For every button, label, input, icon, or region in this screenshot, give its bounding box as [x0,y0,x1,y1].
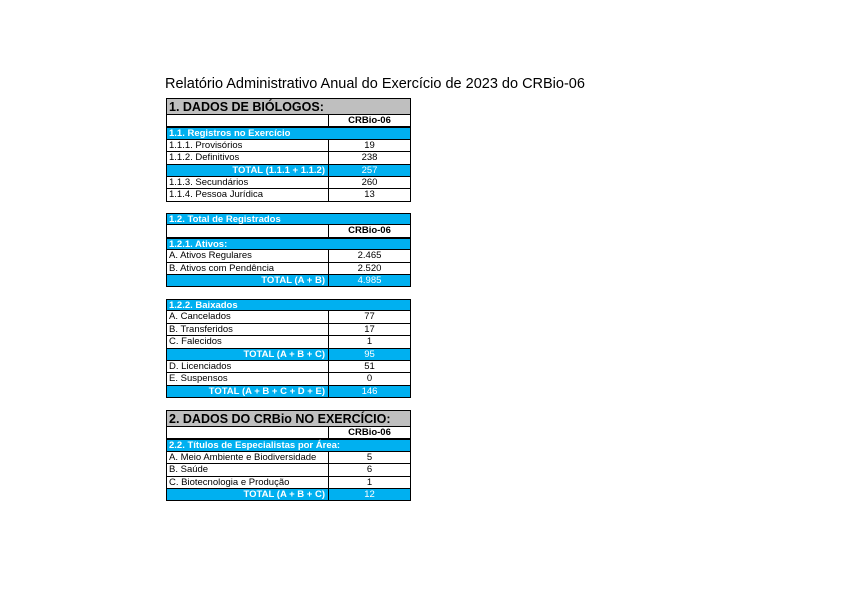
row-value: 5 [328,451,411,465]
column-header-crbio: CRBio-06 [328,115,411,128]
total-label: TOTAL (A + B + C + D + E) [166,385,328,399]
row-value: 260 [328,176,411,190]
table-row: B. Ativos com Pendência 2.520 [166,262,411,275]
row-label: E. Suspensos [166,373,328,386]
table-row: E. Suspensos 0 [166,373,411,386]
row-label: 1.1.1. Provisórios [166,139,328,153]
total-label: TOTAL (A + B) [166,274,328,288]
table-row: A. Ativos Regulares 2.465 [166,250,411,263]
section2-heading: 2. DADOS DO CRBio NO EXERCÍCIO: [166,410,411,427]
registros-section-label: 1.1. Registros no Exercício [166,127,411,140]
total-label: TOTAL (1.1.1 + 1.1.2) [166,164,328,177]
row-label: A. Meio Ambiente e Biodiversidade [166,451,328,465]
row-label: D. Licenciados [166,360,328,374]
row-value: 2.465 [328,250,411,263]
table-row: B. Saúde 6 [166,464,411,477]
column-header-blank [166,115,328,128]
total-registrados-label: 1.2. Total de Registrados [166,213,411,226]
row-value: 1 [328,336,411,349]
row-value: 0 [328,373,411,386]
total-row: TOTAL (A + B) 4.985 [166,274,411,288]
row-label: A. Cancelados [166,311,328,324]
row-label: A. Ativos Regulares [166,250,328,263]
crbio-data-table: 2. DADOS DO CRBio NO EXERCÍCIO: CRBio-06… [166,410,411,502]
total-label: TOTAL (A + B + C) [166,348,328,361]
total-row: TOTAL (A + B + C) 12 [166,488,411,502]
total-value: 146 [328,385,411,399]
table-row: 1.1.2. Definitivos 238 [166,152,411,165]
total-row: TOTAL (A + B + C + D + E) 146 [166,385,411,399]
row-label: C. Biotecnologia e Produção [166,476,328,489]
especialistas-section-label: 2.2. Títulos de Especialistas por Área: [166,439,411,452]
row-value: 77 [328,311,411,324]
row-value: 1 [328,476,411,489]
table-row: A. Meio Ambiente e Biodiversidade 5 [166,451,411,465]
row-label: 1.1.2. Definitivos [166,152,328,165]
row-value: 17 [328,323,411,337]
baixados-section-label: 1.2.2. Baixados [166,299,411,312]
ativos-section-label: 1.2.1. Ativos: [166,237,411,251]
total-label: TOTAL (A + B + C) [166,488,328,502]
column-header-crbio: CRBio-06 [328,427,411,440]
total-row: TOTAL (1.1.1 + 1.1.2) 257 [166,164,411,177]
table-row: C. Falecidos 1 [166,336,411,349]
row-value: 51 [328,360,411,374]
table-row: A. Cancelados 77 [166,311,411,324]
row-label: 1.1.3. Secundários [166,176,328,190]
row-value: 238 [328,152,411,165]
table-row: C. Biotecnologia e Produção 1 [166,476,411,489]
total-row: TOTAL (A + B + C) 95 [166,348,411,361]
total-registrados-table: 1.2. Total de Registrados CRBio-06 1.2.1… [166,213,411,288]
row-value: 2.520 [328,262,411,275]
row-label: B. Transferidos [166,323,328,337]
section1-heading: 1. DADOS DE BIÓLOGOS: [166,98,411,115]
total-value: 95 [328,348,411,361]
column-header-blank [166,427,328,440]
table-row: 1.1.1. Provisórios 19 [166,139,411,153]
row-value: 19 [328,139,411,153]
column-header-row: CRBio-06 [166,225,411,238]
row-value: 6 [328,464,411,477]
total-value: 12 [328,488,411,502]
table-row: B. Transferidos 17 [166,323,411,337]
row-label: 1.1.4. Pessoa Jurídica [166,189,328,202]
row-label: C. Falecidos [166,336,328,349]
row-label: B. Saúde [166,464,328,477]
column-header-crbio: CRBio-06 [328,225,411,238]
column-header-row: CRBio-06 [166,115,411,128]
baixados-table: 1.2.2. Baixados A. Cancelados 77 B. Tran… [166,299,411,399]
row-label: B. Ativos com Pendência [166,262,328,275]
total-value: 257 [328,164,411,177]
column-header-row: CRBio-06 [166,427,411,440]
table-row: 1.1.4. Pessoa Jurídica 13 [166,189,411,202]
row-value: 13 [328,189,411,202]
report-title: Relatório Administrativo Anual do Exercí… [165,76,585,92]
biologists-data-table: 1. DADOS DE BIÓLOGOS: CRBio-06 1.1. Regi… [166,98,411,202]
total-value: 4.985 [328,274,411,288]
table-row: D. Licenciados 51 [166,360,411,374]
column-header-blank [166,225,328,238]
table-row: 1.1.3. Secundários 260 [166,176,411,190]
